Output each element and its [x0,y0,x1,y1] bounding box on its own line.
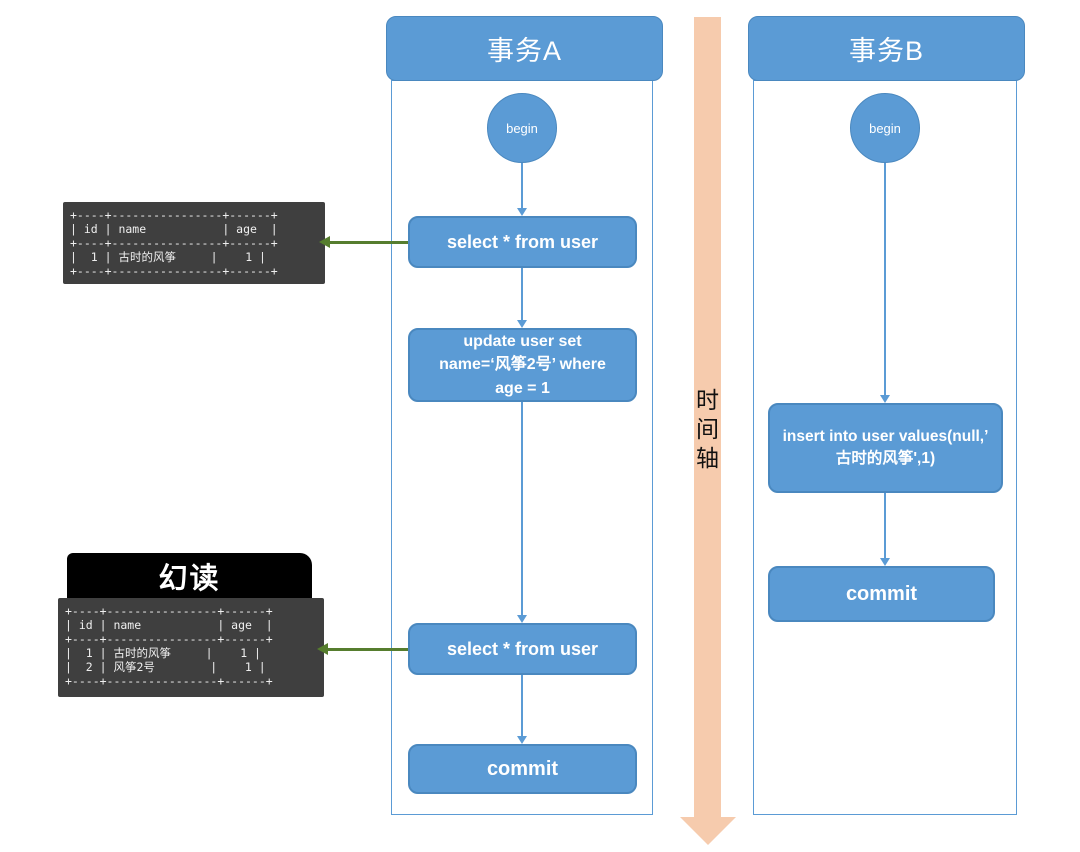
arrow-a-select1-to-update [517,268,527,328]
terminal-line: | 1 | 古时的风筝 | 1 | [65,646,261,660]
terminal-line: +----+----------------+------+ [65,674,273,688]
terminal-line: +----+----------------+------+ [70,236,278,250]
transaction-b-commit-node: commit [768,566,995,622]
transaction-a-header: 事务A [386,16,663,81]
terminal-line: | 1 | 古时的风筝 | 1 | [70,250,266,264]
terminal-line: | id | name | age | [70,222,278,236]
query-result-phantom: +----+----------------+------+ | id | na… [58,598,324,697]
arrow-a-select2-to-commit [517,675,527,744]
insert-line-2: 古时的风筝',1) [835,450,936,467]
timeline-char-2: 间 [696,417,719,442]
query-result-initial: +----+----------------+------+ | id | na… [63,202,325,284]
arrow-b-insert-to-commit [880,493,890,566]
transaction-b-begin-label: begin [869,120,901,136]
transaction-a-update-node: update user set name=‘风筝2号’ where age = … [408,328,637,402]
terminal-line: | id | name | age | [65,618,273,632]
terminal-line: +----+----------------+------+ [70,264,278,278]
transaction-a-select2-label: select * from user [446,638,599,659]
terminal-line: +----+----------------+------+ [65,632,273,646]
transaction-b-commit-label: commit [845,582,918,605]
transaction-a-begin-label: begin [506,120,538,136]
phantom-read-label: 幻读 [158,563,221,595]
transaction-b-title: 事务B [848,36,924,66]
timeline-band [694,17,721,817]
arrow-b-begin-to-insert [880,163,890,403]
transaction-a-select1-label: select * from user [446,231,599,252]
terminal-line: +----+----------------+------+ [70,208,278,222]
timeline-arrowhead-icon [680,817,736,845]
insert-line-1: insert into user values(null,’ [782,427,989,445]
update-line-1: update user set [463,333,582,351]
arrow-a-begin-to-select1 [517,163,527,216]
terminal-line: +----+----------------+------+ [65,604,273,618]
transaction-b-header: 事务B [748,16,1025,81]
arrow-select2-to-phantom-table [317,643,408,655]
transaction-a-select1-node: select * from user [408,216,637,268]
arrow-a-update-to-select2 [517,402,527,623]
transaction-b-insert-node: insert into user values(null,’ 古时的风筝',1) [768,403,1003,493]
update-line-3: age = 1 [495,379,550,397]
timeline-label: 时 间 轴 [694,386,721,473]
transaction-a-commit-node: commit [408,744,637,794]
transaction-a-commit-label: commit [486,757,559,780]
timeline-char-3: 轴 [696,446,719,471]
transaction-a-begin-node: begin [487,93,557,163]
phantom-read-badge: 幻读 [67,553,312,599]
arrow-select1-to-result-table [319,236,408,248]
update-line-2: name=‘风筝2号’ where [439,356,606,374]
transaction-b-begin-node: begin [850,93,920,163]
timeline-char-1: 时 [696,388,719,413]
transaction-a-select2-node: select * from user [408,623,637,675]
terminal-line: | 2 | 风筝2号 | 1 | [65,660,266,674]
transaction-a-title: 事务A [486,36,562,66]
